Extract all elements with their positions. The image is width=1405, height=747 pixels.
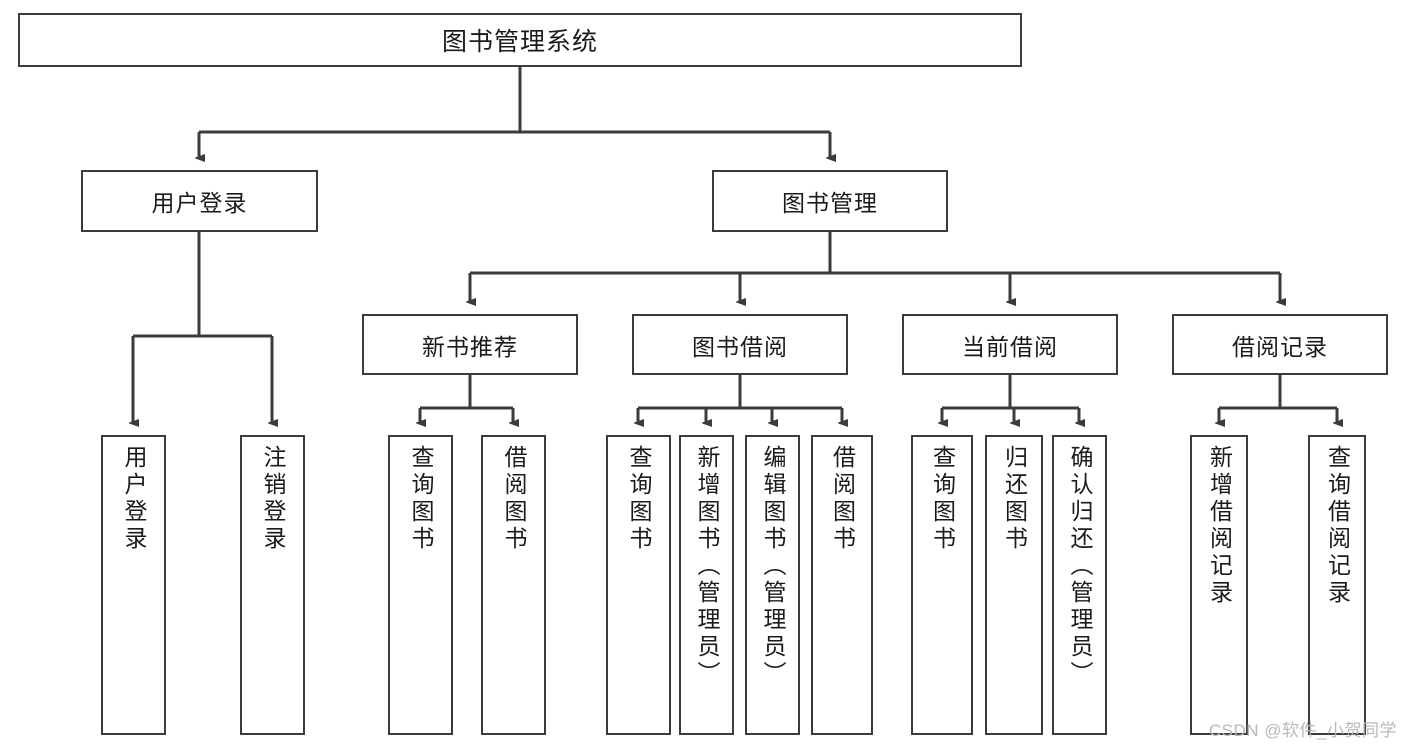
node-new-book-recommend-label: 新书推荐 bbox=[422, 333, 518, 360]
leaf-node-label: 编辑图书（管理员） bbox=[760, 445, 786, 688]
leaf-node[interactable]: 编辑图书（管理员） bbox=[745, 435, 800, 735]
leaf-node[interactable]: 确认归还（管理员） bbox=[1052, 435, 1107, 735]
leaf-node-label: 用户登录 bbox=[121, 445, 147, 553]
leaf-node[interactable]: 查询图书 bbox=[911, 435, 973, 735]
leaf-node-label: 查询图书 bbox=[929, 445, 956, 553]
leaf-node-label: 新增借阅记录 bbox=[1206, 445, 1233, 607]
leaf-node[interactable]: 查询图书 bbox=[388, 435, 453, 735]
node-borrow-record-label: 借阅记录 bbox=[1232, 333, 1328, 360]
node-book-borrow[interactable]: 图书借阅 bbox=[632, 314, 848, 375]
leaf-node-label: 查询图书 bbox=[408, 445, 434, 553]
leaf-node-label: 查询图书 bbox=[626, 445, 652, 553]
node-user-login[interactable]: 用户登录 bbox=[81, 170, 318, 232]
leaf-node-label: 注销登录 bbox=[260, 445, 286, 553]
leaf-node-label: 新增图书（管理员） bbox=[694, 445, 720, 688]
leaf-node[interactable]: 用户登录 bbox=[101, 435, 166, 735]
leaf-node[interactable]: 借阅图书 bbox=[811, 435, 873, 735]
leaf-node-label: 查询借阅记录 bbox=[1324, 445, 1351, 607]
leaf-node[interactable]: 新增借阅记录 bbox=[1190, 435, 1248, 735]
node-root-label: 图书管理系统 bbox=[441, 28, 598, 56]
leaf-node-label: 借阅图书 bbox=[829, 445, 856, 553]
node-borrow-record[interactable]: 借阅记录 bbox=[1172, 314, 1388, 375]
leaf-node[interactable]: 归还图书 bbox=[985, 435, 1043, 735]
node-new-book-recommend[interactable]: 新书推荐 bbox=[362, 314, 578, 375]
leaf-node-label: 确认归还（管理员） bbox=[1067, 445, 1093, 688]
watermark: CSDN @软件_小贺同学 bbox=[1208, 721, 1397, 740]
leaf-node[interactable]: 新增图书（管理员） bbox=[679, 435, 734, 735]
leaf-node-label: 借阅图书 bbox=[501, 445, 527, 553]
leaf-node[interactable]: 查询图书 bbox=[606, 435, 671, 735]
node-book-manage-label: 图书管理 bbox=[782, 190, 878, 216]
leaf-node[interactable]: 注销登录 bbox=[240, 435, 305, 735]
node-root[interactable]: 图书管理系统 bbox=[18, 13, 1022, 67]
node-current-borrow-label: 当前借阅 bbox=[962, 333, 1058, 360]
leaf-node-label: 归还图书 bbox=[1001, 445, 1028, 553]
node-book-borrow-label: 图书借阅 bbox=[692, 333, 788, 360]
node-book-manage[interactable]: 图书管理 bbox=[712, 170, 948, 232]
node-user-login-label: 用户登录 bbox=[151, 190, 248, 216]
leaf-node[interactable]: 查询借阅记录 bbox=[1308, 435, 1366, 735]
node-current-borrow[interactable]: 当前借阅 bbox=[902, 314, 1118, 375]
leaf-node[interactable]: 借阅图书 bbox=[481, 435, 546, 735]
